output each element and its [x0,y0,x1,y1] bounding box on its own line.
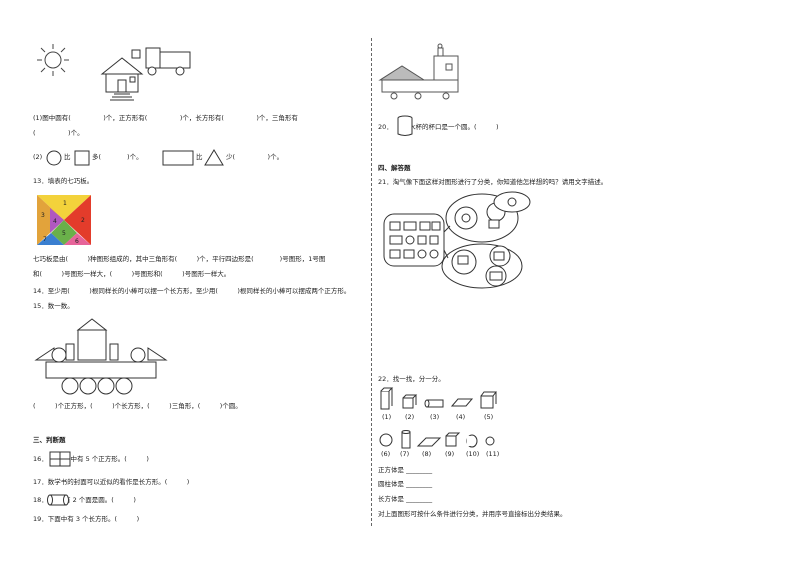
tangram-label-3: 3 [41,212,45,219]
q22: 22．找一找，分一分。 [378,375,445,383]
circle-shape-icon [46,150,62,166]
q18: 18． 有 2 个面是圆。( ) [33,496,136,504]
classification-instruction: 对上面图形可按什么条件进行分类，并用序号直接标出分类结果。 [378,510,567,518]
shape-count-figure [34,318,168,395]
q21: 21．淘气像下面这样对图形进行了分类，你知道他怎样想的吗？请用文字描述。 [378,178,608,186]
column-divider [371,38,372,526]
tangram-label-1: 1 [63,200,67,207]
q16: 16． 中有 5 个正方形。( ) [33,455,149,463]
house-train-figure [378,43,459,100]
tangram-label-4: 4 [53,218,57,225]
cuboid-answer-line: 长方体是 ________ [378,495,433,503]
q-compare-shao: 少( )个。 [226,153,284,161]
sun-icon [37,44,69,76]
solid-label-10: (10) [466,450,480,458]
q13-title: 13．填表的七巧板。 [33,177,94,185]
solids-row2 [379,430,495,449]
solid-label-11: (11) [486,450,500,458]
q13-line2: 和( )号图形一样大，( )号图形和( )号图形一样大。 [33,270,231,278]
solid-label-9: (9) [445,450,455,458]
solid-label-6: (6) [381,450,391,458]
tangram-label-5: 5 [62,230,66,237]
triangle-shape-icon [204,149,224,166]
section-answer-title: 四、解答题 [378,164,411,172]
cube-answer-line: 正方体是 ________ [378,466,433,474]
q-compare-prefix: (2) [33,153,43,161]
q17: 17．数学书的封面可以近似的看作是长方形。( ) [33,478,190,486]
q19: 19．下面中有 3 个长方形。( ) [33,515,140,523]
tangram-figure: 1 2 3 4 5 6 7 [37,195,91,245]
solids-row1 [380,387,497,410]
q13-line1: 七巧板是由( )种图形组成的，其中三角形有( )个，平行四边形是( )号图形，1… [33,255,326,263]
rectangle-shape-icon [162,150,194,166]
solid-label-7: (7) [400,450,410,458]
solid-label-5: (5) [484,413,494,421]
house-truck-figure [100,47,191,101]
q15: 15．数一数。 [33,302,74,310]
q14: 14．至少用( )根同样长的小棒可以摆一个长方形，至少用( )根同样长的小棒可以… [33,287,351,295]
solid-label-2: (2) [405,413,415,421]
solid-label-8: (8) [422,450,432,458]
q-compare-bi1: 比 [64,153,71,161]
square-shape-icon [74,150,90,166]
section-judge-title: 三、判断题 [33,436,66,444]
solid-label-4: (4) [456,413,466,421]
grid-square-icon [49,451,71,467]
classification-diagram [383,191,531,289]
tangram-label-7: 7 [43,236,47,243]
cup-icon [397,115,413,136]
q-shapes-line2: ( )个。 [33,129,84,137]
solid-label-3: (3) [430,413,440,421]
q-shapes-line1: (1)图中圆有( )个，正方形有( )个，长方形有( )个，三角形有 [33,114,298,122]
cylinder-icon [47,494,69,506]
q-compare-duo: 多( )个。 [92,153,143,161]
q20: 20． 水杯的杯口是一个圆。( ) [378,123,499,131]
cylinder-answer-line: 圆柱体是 ________ [378,480,433,488]
tangram-label-6: 6 [75,238,79,245]
q15-answer: ( )个正方形，( )个长方形，( )三角形，( )个圆。 [33,402,242,410]
q-compare-bi2: 比 [196,153,203,161]
solid-label-1: (1) [382,413,392,421]
tangram-label-2: 2 [81,217,85,224]
